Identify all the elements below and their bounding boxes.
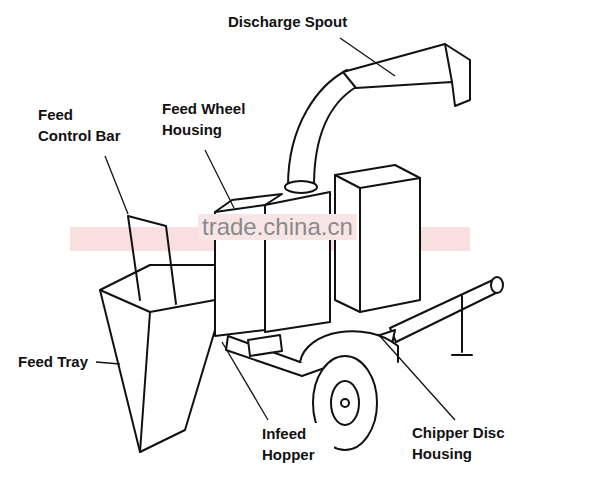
leader-line <box>205 150 234 208</box>
hitch <box>491 277 503 293</box>
engine-box-edge <box>335 175 420 312</box>
part-label: Feed Tray <box>16 351 90 372</box>
hydraulic-cylinder <box>248 335 282 356</box>
part-label: Discharge Spout <box>226 11 349 32</box>
wheel-hub <box>341 399 349 407</box>
part-label: Chipper Disc Housing <box>410 422 514 464</box>
housing-top <box>215 194 282 212</box>
chipper-column <box>265 192 330 332</box>
part-label: Feed Wheel Housing <box>160 98 254 140</box>
feed-tray <box>100 265 215 452</box>
wheel-rim <box>331 381 359 425</box>
part-label: Feed Control Bar <box>36 104 128 146</box>
watermark: trade.china.cn <box>198 214 357 240</box>
leader-line <box>378 334 455 420</box>
leader-line <box>340 38 395 76</box>
leader-line <box>96 362 120 364</box>
tray-edge <box>100 290 215 452</box>
chute-base <box>285 181 317 193</box>
part-label: Infeed Hopper <box>260 423 334 465</box>
spout-edge <box>445 44 452 82</box>
discharge-chute <box>288 70 356 186</box>
leader-line <box>222 342 268 420</box>
jack-stand <box>452 296 472 355</box>
feed-control-bar <box>128 216 176 304</box>
leader-line <box>105 156 128 214</box>
